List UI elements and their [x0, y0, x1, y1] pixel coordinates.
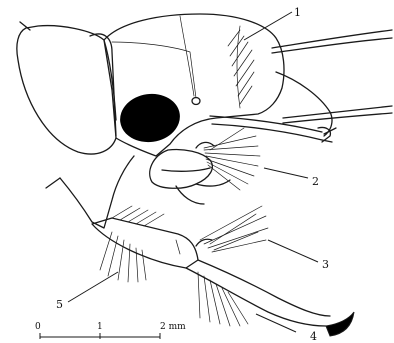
callout-3: 3 [322, 258, 329, 271]
ocellus [192, 98, 200, 105]
prothorax [17, 22, 116, 154]
clypeus-shading [228, 30, 254, 104]
antennae [272, 30, 392, 123]
leg-setae [100, 206, 268, 326]
compound-eye [117, 90, 183, 146]
callout-4: 4 [310, 330, 317, 343]
scale-label-mid: 1 [97, 322, 103, 332]
scale-label-end: 2 mm [160, 322, 186, 332]
callout-5: 5 [56, 298, 63, 311]
callout-1: 1 [294, 6, 301, 19]
scale-label-start: 0 [35, 322, 41, 332]
leader-lines [68, 12, 318, 332]
scale-bar: 0 1 2 mm [35, 322, 186, 339]
maxillary-setae [204, 128, 260, 190]
prothoracic-leg [46, 156, 354, 336]
mandible [210, 72, 336, 142]
callout-2: 2 [312, 175, 319, 188]
